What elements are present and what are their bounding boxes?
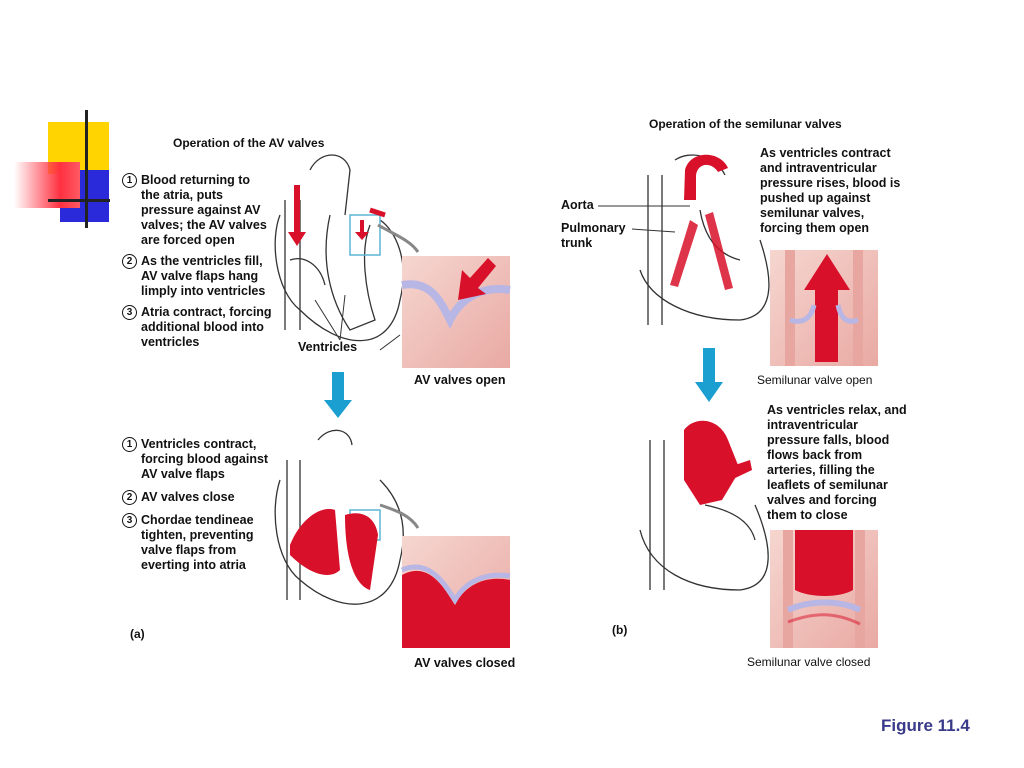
semilunar-open-text: As ventricles contract and intraventricu… bbox=[760, 146, 901, 235]
step-text: As the ventricles fill, AV valve flaps h… bbox=[141, 254, 266, 298]
semilunar-closed-caption: Semilunar valve closed bbox=[747, 655, 871, 669]
deco-vertical-line bbox=[85, 110, 88, 228]
red-blood-zoom-semilunar bbox=[795, 530, 853, 596]
panel-a-title: Operation of the AV valves bbox=[173, 136, 325, 150]
panel-b-title: Operation of the semilunar valves bbox=[649, 117, 842, 131]
step-item: 3 Chordae tendineae tighten, preventing v… bbox=[122, 513, 282, 573]
red-aorta-top bbox=[684, 154, 728, 200]
step-text: Chordae tendineae tighten, preventing va… bbox=[141, 513, 254, 572]
blue-arrow-b bbox=[695, 348, 723, 402]
av-open-steps: 1 Blood returning to the atria, puts pres… bbox=[122, 173, 282, 350]
red-arrow-zoom-open bbox=[458, 258, 496, 300]
red-blood-zoom-closed bbox=[402, 570, 510, 648]
step-text: Blood returning to the atria, puts press… bbox=[141, 173, 267, 247]
heart-semilunar-closed bbox=[639, 440, 769, 591]
panel-b-letter: (b) bbox=[612, 623, 628, 637]
step-number: 1 bbox=[122, 173, 137, 188]
av-open-caption: AV valves open bbox=[414, 373, 506, 387]
step-item: 1 Blood returning to the atria, puts pres… bbox=[122, 173, 282, 248]
semilunar-closed-text: As ventricles relax, and intraventricula… bbox=[767, 403, 907, 522]
red-ventricle-left bbox=[290, 509, 340, 575]
av-closed-caption: AV valves closed bbox=[414, 656, 516, 670]
deco-horizontal-line bbox=[48, 199, 110, 202]
heart-av-open bbox=[274, 154, 420, 342]
step-number: 1 bbox=[122, 437, 137, 452]
step-number: 2 bbox=[122, 490, 137, 505]
step-item: 2 As the ventricles fill, AV valve flaps … bbox=[122, 254, 282, 299]
deco-corner bbox=[10, 108, 120, 228]
av-closed-steps: 1 Ventricles contract, forcing blood agai… bbox=[122, 437, 282, 573]
step-item: 2 AV valves close bbox=[122, 490, 282, 505]
pulmonary-trunk-label: Pulmonary trunk bbox=[561, 221, 626, 250]
step-item: 3 Atria contract, forcing additional bloo… bbox=[122, 305, 282, 350]
step-text: Atria contract, forcing additional blood… bbox=[141, 305, 272, 349]
step-number: 3 bbox=[122, 305, 137, 320]
blue-arrow-a bbox=[324, 372, 352, 418]
ventricles-label: Ventricles bbox=[298, 340, 358, 354]
semilunar-open-caption: Semilunar valve open bbox=[757, 373, 873, 387]
red-streaks-top bbox=[670, 212, 733, 290]
step-number: 2 bbox=[122, 254, 137, 269]
heart-semilunar-open bbox=[639, 154, 770, 325]
red-dash bbox=[369, 207, 386, 218]
step-number: 3 bbox=[122, 513, 137, 528]
red-ventricle-right bbox=[345, 513, 378, 590]
step-text: AV valves close bbox=[141, 490, 235, 504]
red-arrow-atrium bbox=[288, 185, 306, 246]
panel-a-letter: (a) bbox=[130, 627, 145, 641]
step-item: 1 Ventricles contract, forcing blood agai… bbox=[122, 437, 282, 482]
red-arrow-valve bbox=[355, 220, 369, 240]
red-aorta-bottom bbox=[684, 420, 740, 505]
red-arrow-zoom-semilunar bbox=[804, 254, 850, 362]
aorta-label: Aorta bbox=[561, 198, 594, 212]
figure-label: Figure 11.4 bbox=[881, 716, 970, 735]
step-text: Ventricles contract, forcing blood again… bbox=[141, 437, 269, 481]
